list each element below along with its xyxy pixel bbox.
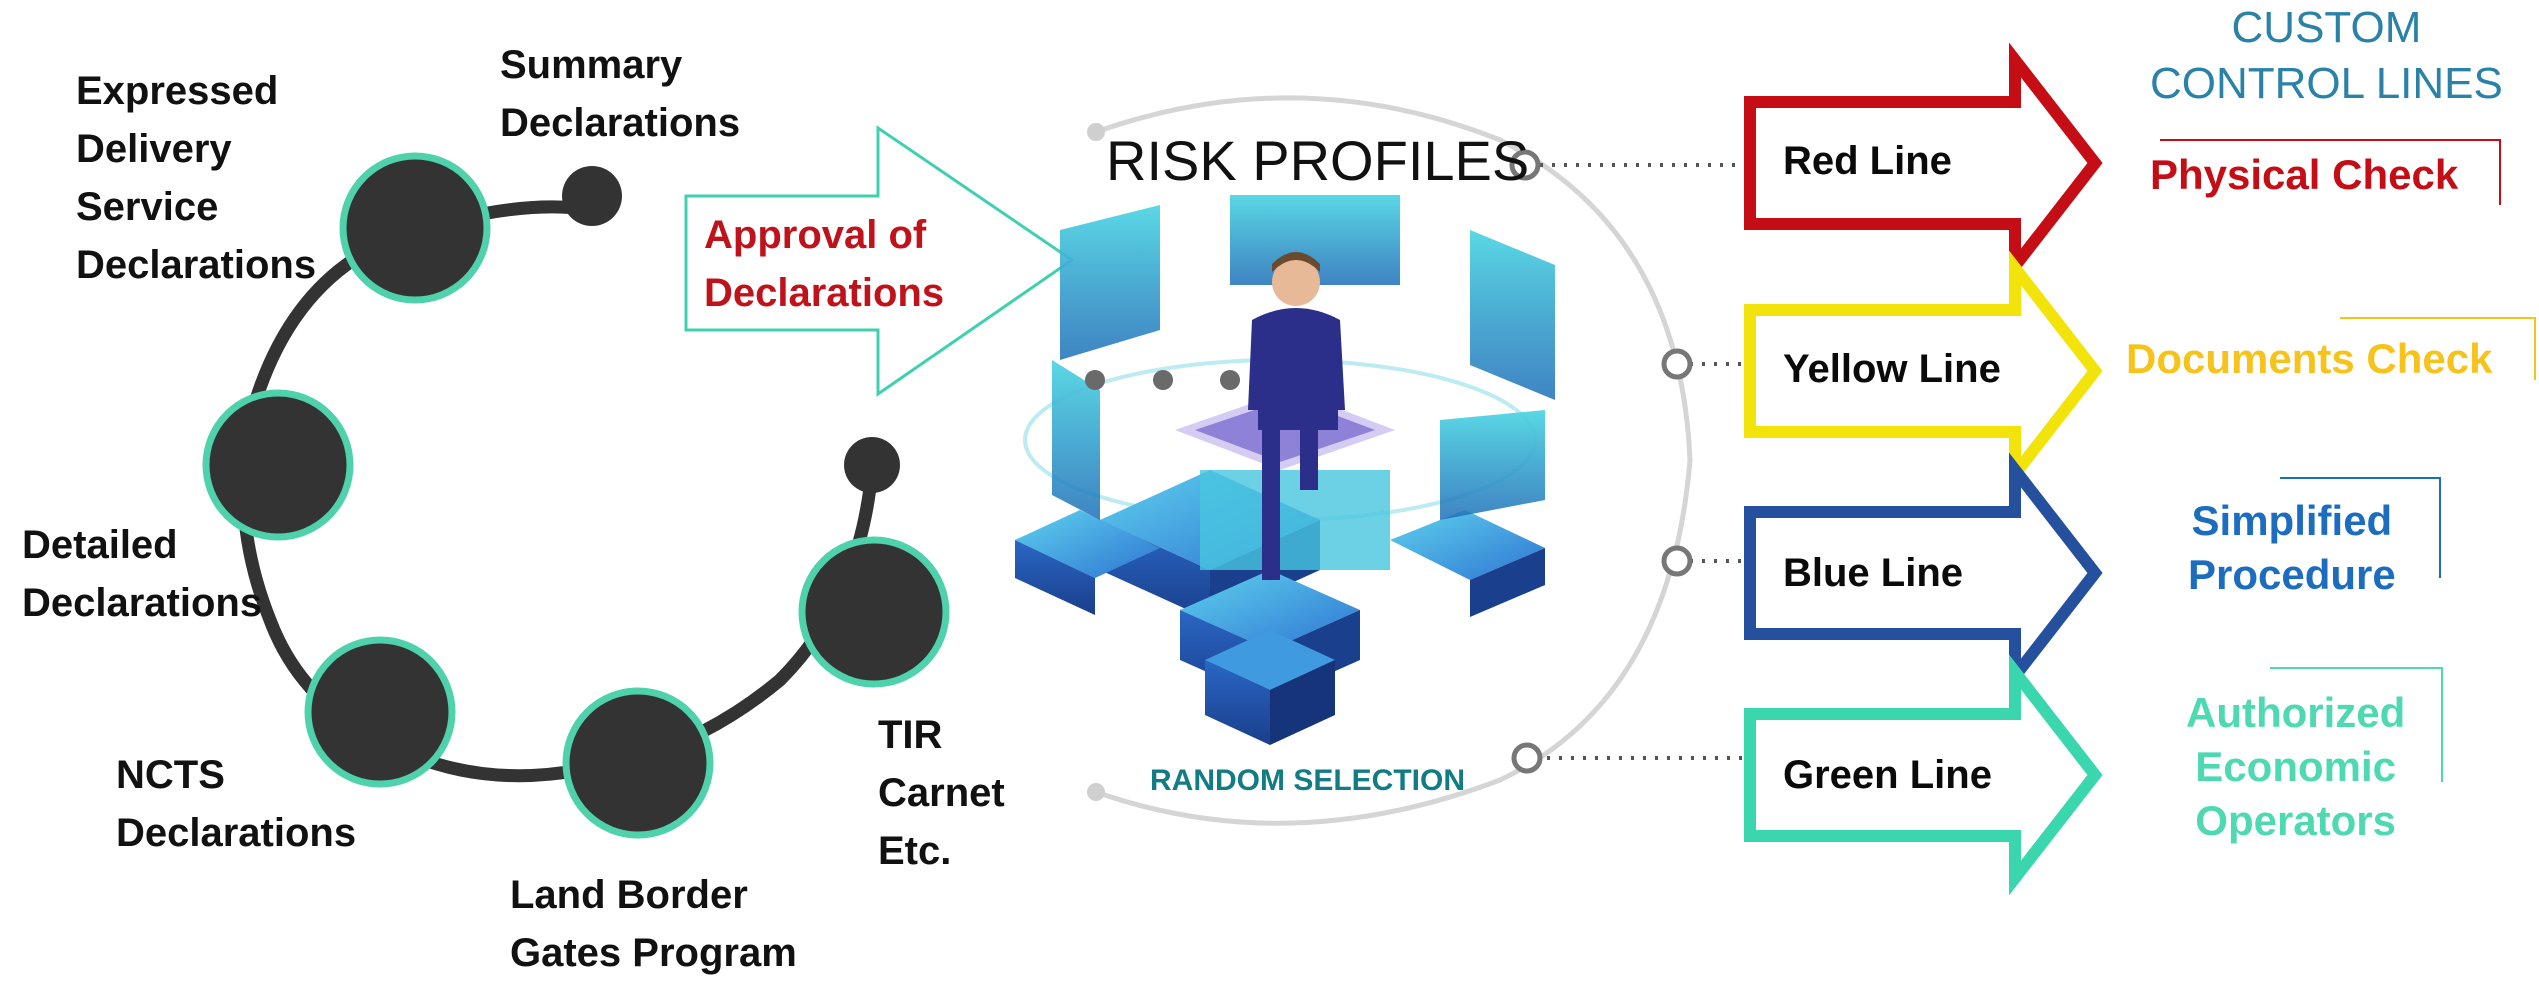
connector-knobs [1509,149,1693,774]
outcome-documents-check: Documents Check [2126,335,2493,382]
blue-line-label: Blue Line [1783,551,1964,595]
control-lines-header: CUSTOM CONTROL LINES [2150,3,2503,108]
node-land-border [562,687,714,839]
outcome-simplified-procedure: Simplified Procedure [2188,497,2396,598]
label-detailed-declarations: Detailed Declarations [22,523,263,625]
approval-label: Approval of Declarations [704,213,945,315]
label-ncts-declarations: NCTS Declarations [116,753,357,855]
green-line-label: Green Line [1783,753,1992,797]
bracket-simplified [2280,477,2441,578]
track-end-dot-top [562,166,622,226]
declaration-nodes [202,152,950,839]
yellow-line-arrow [1744,250,2103,492]
label-expressed-delivery: Expressed Delivery Service Declarations [76,69,317,287]
risk-ring [1095,95,1693,826]
risk-profiles-title: RISK PROFILES [1106,129,1530,192]
label-land-border: Land Border Gates Program [510,873,797,975]
outcome-authorized-operators: Authorized Economic Operators [2186,689,2406,844]
yellow-line-label: Yellow Line [1783,347,2001,391]
ring-end-bottom [1087,783,1105,801]
outcome-physical-check: Physical Check [2150,151,2459,198]
red-line-label: Red Line [1783,139,1952,183]
track-end-dot-bottom [844,437,900,493]
node-expressed-delivery [339,152,491,304]
approval-arrow [684,125,1075,397]
node-ncts [304,636,456,788]
label-tir-carnet: TIR Carnet Etc. [878,713,1005,873]
node-detailed [202,389,354,541]
label-summary-declarations: Summary Declarations [500,43,741,145]
connectors [1535,163,1745,760]
green-line-arrow [1744,654,2103,896]
node-tir [798,536,950,688]
bracket-authorized [2270,667,2443,782]
random-selection-caption: RANDOM SELECTION [1150,764,1465,797]
red-line-arrow [1744,42,2103,284]
bracket-documents [2340,317,2536,380]
bracket-physical [2160,139,2501,205]
blue-line-arrow [1744,452,2103,694]
risk-illustration [1015,195,1555,745]
control-line-arrows [1744,42,2536,896]
ring-end-top [1087,123,1105,141]
